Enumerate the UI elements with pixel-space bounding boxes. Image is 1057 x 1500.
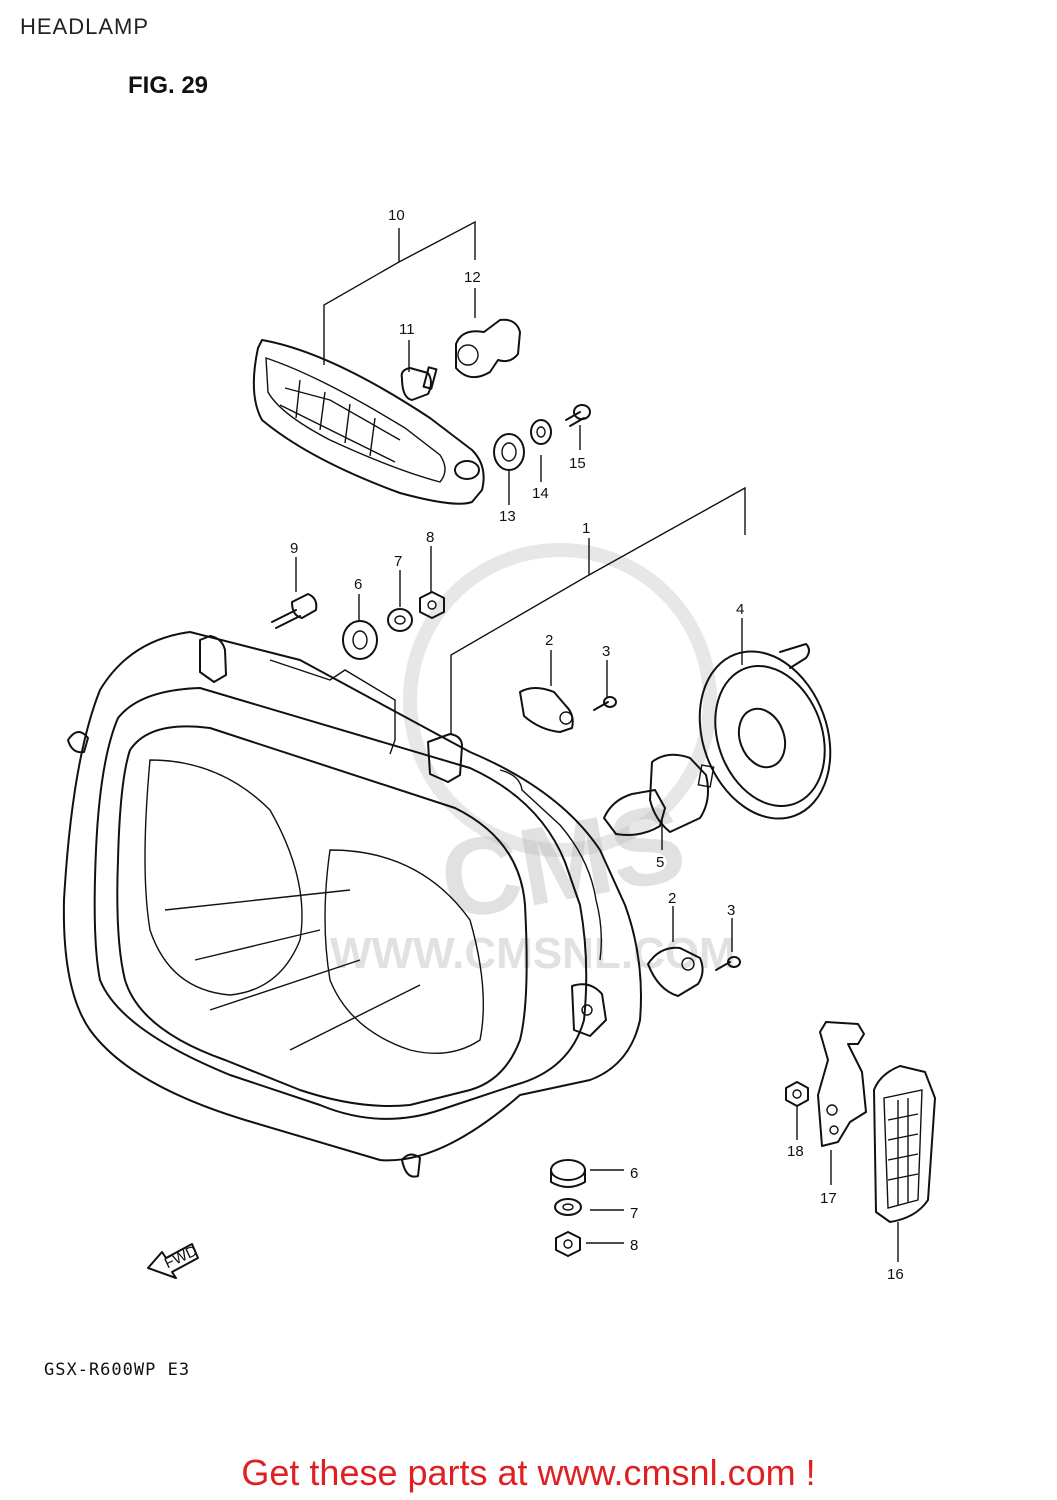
callout-2-lower: 2 — [668, 890, 676, 907]
callout-7-top: 7 — [394, 553, 402, 570]
washer-7-top — [387, 608, 413, 632]
grommet-6-bottom — [550, 1159, 586, 1188]
callout-2-upper: 2 — [545, 632, 553, 649]
washer-7-bottom — [554, 1198, 582, 1216]
callout-5: 5 — [656, 854, 664, 871]
side-reflector-16 — [873, 1065, 936, 1223]
callout-11: 11 — [399, 321, 415, 338]
model-label: GSX-R600WP E3 — [44, 1360, 191, 1380]
nut-18 — [785, 1081, 809, 1107]
watermark-text: WWW.CMSNL.COM — [330, 929, 736, 978]
callout-3-upper: 3 — [602, 643, 610, 660]
figure-label: FIG. 29 — [128, 72, 209, 99]
grommet-6-top — [342, 620, 378, 660]
callout-17: 17 — [820, 1190, 837, 1207]
callout-15: 15 — [569, 455, 586, 472]
headlamp-bulb-5 — [603, 753, 715, 836]
grommet-13 — [493, 433, 525, 471]
callout-labels: 1 2 3 4 5 2 3 6 7 8 9 10 11 12 13 14 15 … — [290, 207, 904, 1283]
screw-3-upper — [593, 696, 617, 711]
bulb-socket — [455, 318, 521, 379]
headlamp-unit — [62, 631, 642, 1178]
callout-10: 10 — [388, 207, 405, 224]
callout-6-top: 6 — [354, 576, 362, 593]
bolt-9 — [271, 593, 318, 629]
bulb-clamp-2-upper — [519, 687, 574, 733]
bracket-17 — [817, 1021, 867, 1147]
washer-14 — [530, 419, 552, 445]
screw-3-lower — [715, 956, 741, 971]
callout-18: 18 — [787, 1143, 804, 1160]
callout-16: 16 — [887, 1266, 904, 1283]
footer-parts-link[interactable]: Get these parts at www.cmsnl.com ! — [241, 1452, 816, 1493]
screw-15 — [565, 404, 591, 427]
bulb-clamp-2-lower — [647, 946, 704, 997]
fwd-arrow: FWD — [147, 1242, 200, 1279]
nut-8-bottom — [555, 1231, 581, 1257]
callout-8-top: 8 — [426, 529, 434, 546]
front-turn-signal-assembly — [252, 339, 485, 505]
turn-signal-bulb — [400, 366, 438, 401]
watermark-brand: CMS — [432, 780, 694, 944]
leader-lines — [295, 220, 899, 1262]
page-title: HEADLAMP — [20, 14, 150, 39]
callout-3-lower: 3 — [727, 902, 735, 919]
rubber-cap-4 — [698, 643, 832, 820]
callout-4: 4 — [736, 601, 744, 618]
callout-12: 12 — [464, 269, 481, 286]
callout-14: 14 — [532, 485, 549, 502]
callout-1: 1 — [582, 520, 590, 537]
callout-7-bottom: 7 — [630, 1205, 638, 1222]
callout-9: 9 — [290, 540, 298, 557]
callout-6-bottom: 6 — [630, 1165, 638, 1182]
callout-8-bottom: 8 — [630, 1237, 638, 1254]
nut-8-top — [419, 591, 445, 619]
callout-13: 13 — [499, 508, 516, 525]
